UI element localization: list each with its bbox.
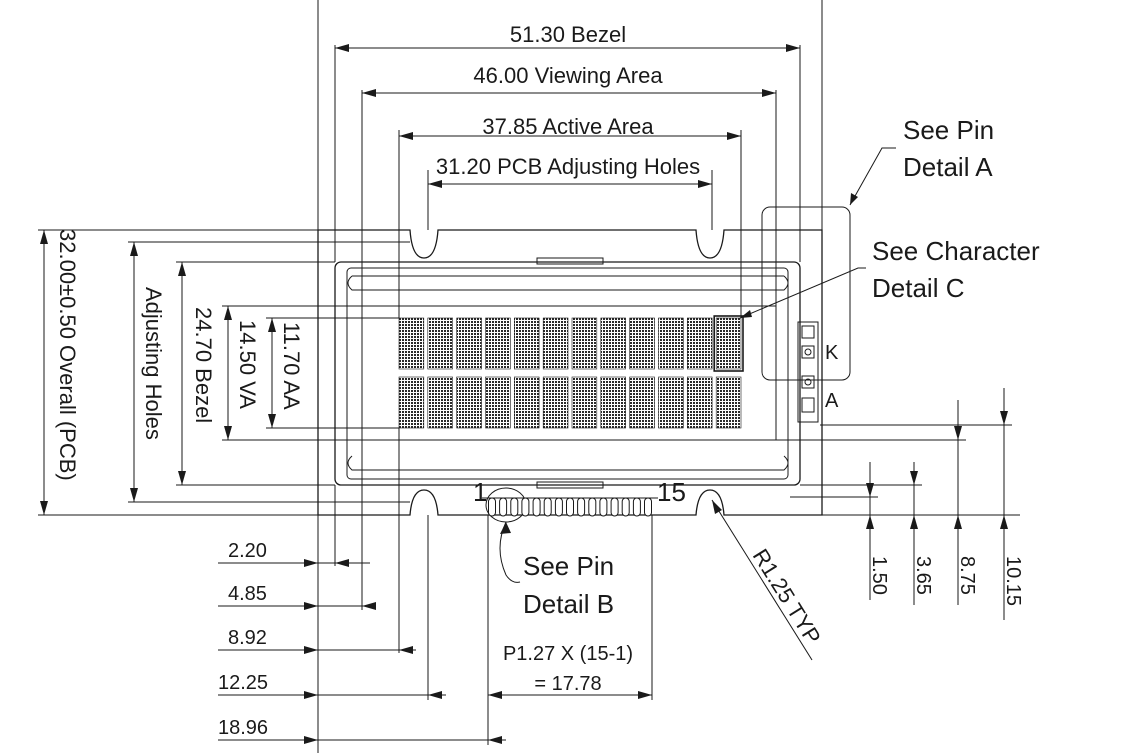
pin-row	[482, 487, 658, 523]
offset-label-2: 8.92	[228, 627, 267, 649]
pin	[488, 497, 496, 517]
detail-c-line2: Detail C	[872, 273, 964, 303]
pin	[521, 497, 530, 517]
character-cell	[686, 317, 713, 370]
pin	[499, 497, 508, 517]
right-offset-1: 3.65	[912, 556, 934, 595]
pin	[632, 497, 641, 517]
detail-a-line1: See Pin	[903, 115, 994, 145]
dim-active-area: 37.85 Active Area	[399, 114, 741, 140]
character-cell	[427, 317, 453, 370]
offset-label-1: 4.85	[228, 583, 267, 605]
pin	[577, 497, 586, 517]
character-cell	[485, 376, 511, 429]
detail-c-cell-highlight	[713, 315, 744, 372]
pin	[510, 497, 519, 517]
viewing-area-window	[334, 45, 801, 441]
dim-pin-pitch: P1.27 X (15-1) = 17.78	[488, 515, 653, 700]
pin-a-label: A	[825, 390, 839, 412]
bezel-height-label: 24.70 Bezel	[191, 307, 216, 423]
active-area-extensions	[398, 130, 742, 318]
pitch-line2: = 17.78	[534, 673, 601, 695]
character-cell	[629, 376, 655, 429]
pcb-holes-label: 31.20 PCB Adjusting Holes	[436, 154, 700, 179]
character-cell	[513, 376, 540, 429]
pcb-outline	[317, 0, 823, 753]
dim-right-offsets: 1.50 3.65 8.75 10.15	[776, 388, 1024, 620]
backlight-pads: K A	[797, 321, 839, 423]
character-cell	[715, 376, 742, 429]
character-cell	[571, 317, 598, 370]
detail-c-line1: See Character	[872, 236, 1040, 266]
va-height-label: 14.50 VA	[235, 320, 260, 409]
detail-b-line1: See Pin	[523, 551, 614, 581]
pin	[543, 497, 552, 517]
character-cell	[456, 376, 482, 429]
character-cell	[658, 317, 684, 370]
character-cell	[658, 376, 684, 429]
pin	[566, 497, 574, 517]
pin	[644, 497, 652, 517]
pin-first-label: 1	[473, 477, 487, 507]
dim-overall-height: 32.00±0.50 Overall (PCB)	[38, 229, 318, 516]
character-cell	[600, 317, 626, 370]
detail-a-line2: Detail A	[903, 152, 993, 182]
aa-height-label: 11.70 AA	[279, 322, 304, 410]
pin	[599, 497, 608, 517]
bezel-width-label: 51.30 Bezel	[510, 22, 626, 47]
overall-height-label: 32.00±0.50 Overall (PCB)	[55, 229, 80, 481]
character-cell	[485, 317, 511, 370]
pin-last-label: 15	[657, 477, 686, 507]
dim-bezel: 51.30 Bezel	[335, 22, 800, 52]
dim-left-offsets: 2.20 4.85 8.92 12.25 18.96	[218, 428, 506, 745]
character-cell	[398, 317, 425, 370]
character-cell	[600, 376, 626, 429]
offset-label-0: 2.20	[228, 540, 267, 562]
character-cell	[715, 317, 742, 370]
viewing-area-label: 46.00 Viewing Area	[473, 63, 663, 88]
character-cell	[686, 376, 713, 429]
right-offset-0: 1.50	[868, 556, 890, 595]
character-cell	[542, 376, 569, 429]
detail-a-box: See Pin Detail A	[761, 115, 994, 381]
character-cell	[542, 317, 569, 370]
pin	[532, 497, 541, 517]
detail-b-callout: See Pin Detail B	[499, 521, 614, 619]
character-cell	[427, 376, 453, 429]
pitch-line1: P1.27 X (15-1)	[503, 643, 633, 665]
active-area-label: 37.85 Active Area	[482, 114, 654, 139]
pin	[554, 497, 563, 517]
character-cell	[629, 317, 655, 370]
dim-viewing-area: 46.00 Viewing Area	[362, 63, 776, 97]
character-cell	[398, 376, 425, 429]
radius-label: R1.25 TYP	[748, 544, 826, 648]
dim-adjusting-holes: Adjusting Holes	[128, 241, 410, 503]
detail-b-line2: Detail B	[523, 589, 614, 619]
pin-k-label: K	[825, 342, 839, 364]
pin	[588, 497, 597, 517]
offset-label-4: 18.96	[218, 717, 268, 739]
character-cell	[456, 317, 482, 370]
dim-va-height: 14.50 VA	[222, 305, 362, 441]
character-grid	[398, 315, 744, 429]
right-offset-2: 8.75	[956, 556, 978, 595]
right-offset-3: 10.15	[1002, 556, 1024, 606]
detail-c-callout: See Character Detail C	[739, 236, 1040, 319]
adjusting-holes-label: Adjusting Holes	[141, 287, 166, 440]
offset-label-3: 12.25	[218, 672, 268, 694]
bezel-outline	[334, 257, 801, 489]
character-cell	[513, 317, 540, 370]
dim-radius: R1.25 TYP	[711, 499, 826, 661]
dim-bezel-height: 24.70 Bezel	[176, 261, 335, 486]
character-cell	[571, 376, 598, 429]
pin	[610, 497, 619, 517]
dim-pcb-holes: 31.20 PCB Adjusting Holes	[428, 154, 712, 188]
dim-aa-height: 11.70 AA	[266, 317, 399, 429]
pin	[621, 497, 630, 517]
